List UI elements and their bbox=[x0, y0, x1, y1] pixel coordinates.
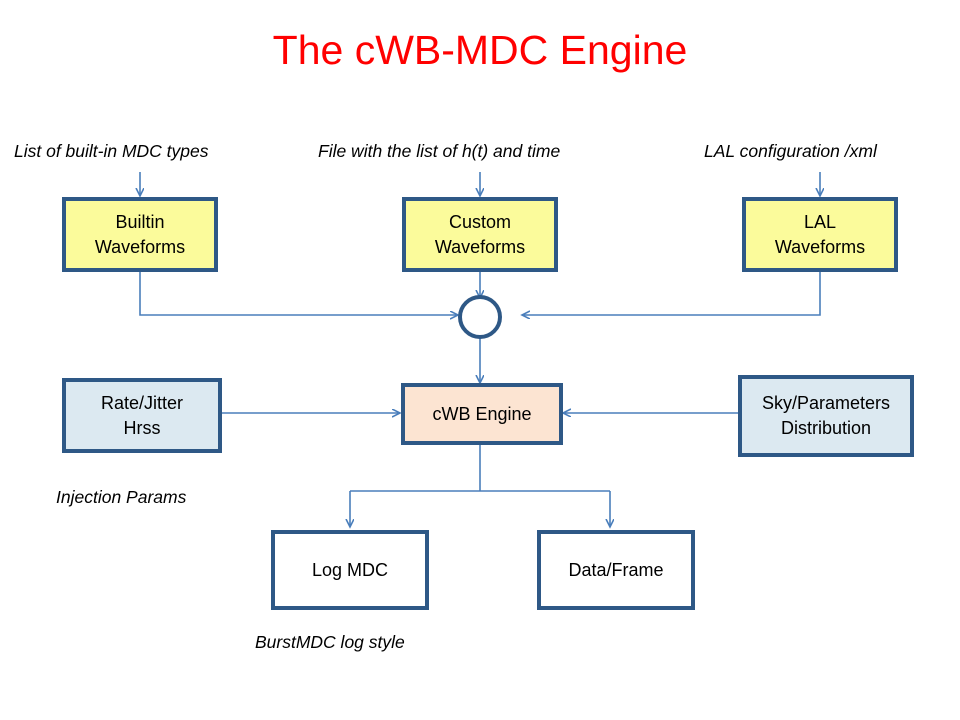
merge-junction bbox=[458, 295, 502, 339]
caption-burstmdc-log: BurstMDC log style bbox=[255, 632, 405, 652]
node-lal-waveforms-line2: Waveforms bbox=[774, 236, 866, 257]
node-log-mdc-line1: Log MDC bbox=[311, 559, 389, 580]
node-data-frame-line1: Data/Frame bbox=[568, 559, 664, 580]
node-sky-parameters-distribution[interactable]: Sky/Parameters Distribution bbox=[738, 375, 914, 457]
node-builtin-waveforms-line2: Waveforms bbox=[94, 236, 186, 257]
node-sky-parameters-line1: Sky/Parameters bbox=[761, 393, 891, 413]
node-lal-waveforms-line1: LAL bbox=[803, 211, 837, 232]
node-lal-waveforms[interactable]: LAL Waveforms bbox=[742, 197, 898, 272]
node-custom-waveforms[interactable]: Custom Waveforms bbox=[402, 197, 558, 272]
caption-injection-params: Injection Params bbox=[56, 487, 187, 507]
node-data-frame[interactable]: Data/Frame bbox=[537, 530, 695, 610]
node-rate-jitter-hrss[interactable]: Rate/Jitter Hrss bbox=[62, 378, 222, 453]
node-rate-jitter-hrss-line2: Hrss bbox=[123, 417, 161, 438]
connector-lal-to-junction bbox=[522, 272, 821, 315]
node-builtin-waveforms[interactable]: Builtin Waveforms bbox=[62, 197, 218, 272]
connector-builtin-to-junction bbox=[139, 272, 458, 315]
node-sky-parameters-line2: Distribution bbox=[780, 418, 872, 438]
caption-lal-input: LAL configuration /xml bbox=[704, 141, 877, 161]
node-cwb-engine-line1: cWB Engine bbox=[432, 403, 532, 424]
node-custom-waveforms-line2: Waveforms bbox=[434, 236, 526, 257]
connector-engine-split bbox=[350, 445, 610, 492]
node-rate-jitter-hrss-line1: Rate/Jitter bbox=[100, 392, 184, 413]
node-builtin-waveforms-line1: Builtin bbox=[115, 211, 165, 232]
page-title: The cWB-MDC Engine bbox=[272, 27, 688, 73]
node-cwb-engine[interactable]: cWB Engine bbox=[401, 383, 563, 445]
node-custom-waveforms-line1: Custom bbox=[448, 211, 511, 232]
caption-custom-input: File with the list of h(t) and time bbox=[318, 141, 561, 161]
caption-builtin-input: List of built-in MDC types bbox=[14, 141, 209, 161]
node-log-mdc[interactable]: Log MDC bbox=[271, 530, 429, 610]
